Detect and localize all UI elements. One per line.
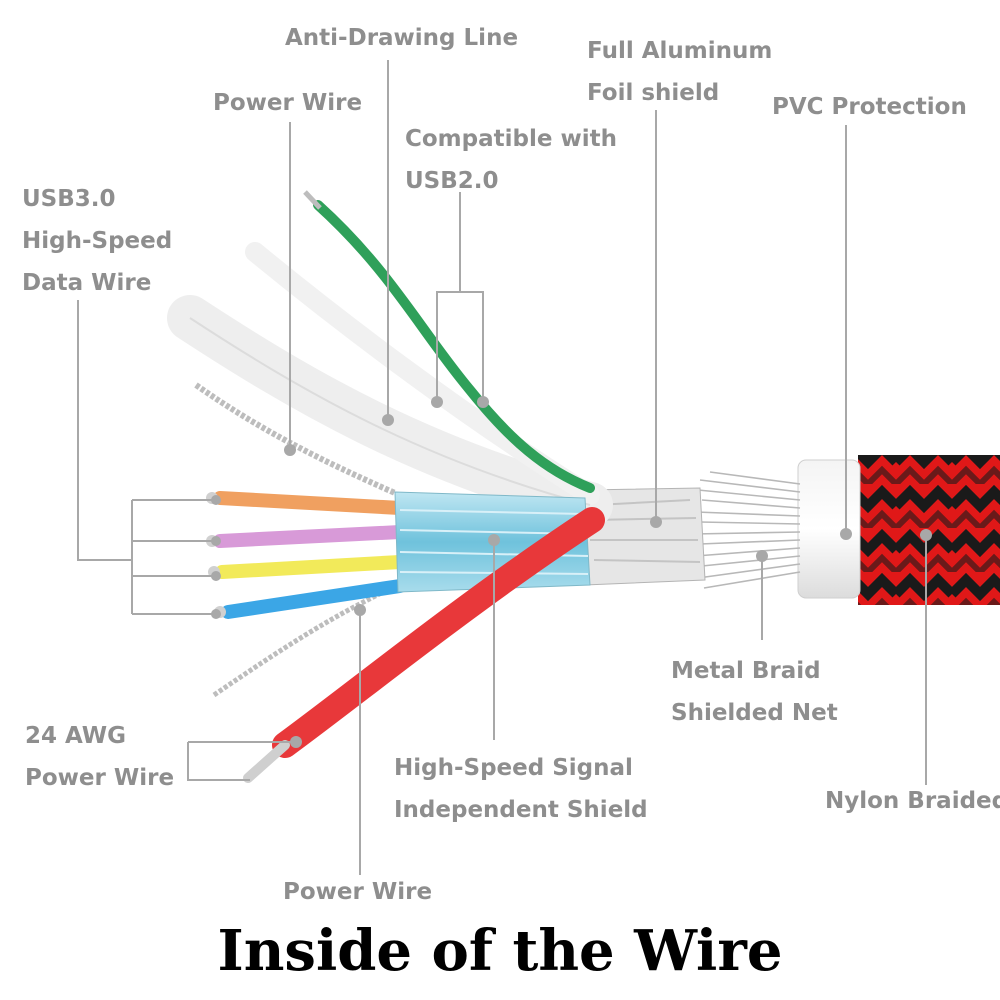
- purple-wire: [213, 525, 407, 548]
- label-hss-line1: High-Speed Signal: [394, 755, 633, 781]
- label-awg-line1: 24 AWG: [25, 723, 127, 749]
- orange-wire: [213, 491, 407, 515]
- pvc-sleeve: [797, 459, 861, 599]
- label-metal-braid: Metal Braid Shielded Net: [671, 650, 838, 734]
- label-metal-braid-line1: Metal Braid: [671, 658, 821, 684]
- label-usb3-line1: USB3.0: [22, 186, 116, 212]
- wire-tips: [206, 492, 226, 618]
- label-usb3-line3: Data Wire: [22, 270, 152, 296]
- label-foil-shield-line1: Full Aluminum: [587, 38, 773, 64]
- blue-wire: [221, 579, 407, 619]
- drain-wire-top: [194, 382, 397, 496]
- label-compatible-usb2: Compatible with USB2.0: [405, 118, 617, 202]
- label-anti-drawing-line: Anti-Drawing Line: [285, 25, 519, 51]
- label-compatible-line2: USB2.0: [405, 168, 499, 194]
- red-wire: [272, 507, 605, 758]
- label-nylon-braided: Nylon Braided: [825, 788, 1000, 814]
- label-hss-line2: Independent Shield: [394, 797, 648, 823]
- label-metal-braid-line2: Shielded Net: [671, 700, 838, 726]
- label-pvc-protection: PVC Protection: [772, 94, 967, 120]
- label-high-speed-shield: High-Speed Signal Independent Shield: [394, 747, 648, 831]
- label-foil-shield-line2: Foil shield: [587, 80, 720, 106]
- diagram-caption: Inside of the Wire: [217, 918, 783, 984]
- green-wire: [313, 200, 595, 493]
- label-foil-shield: Full Aluminum Foil shield: [587, 30, 772, 114]
- label-awg-line2: Power Wire: [25, 765, 175, 791]
- label-compatible-line1: Compatible with: [405, 126, 617, 152]
- label-usb3-data-wire: USB3.0 High-Speed Data Wire: [22, 178, 172, 304]
- label-usb3-line2: High-Speed: [22, 228, 173, 254]
- leader-lines: [77, 60, 927, 875]
- label-power-wire-bottom: Power Wire: [283, 879, 433, 905]
- yellow-wire: [215, 555, 407, 579]
- label-power-wire-top: Power Wire: [213, 90, 363, 116]
- leader-dots: [211, 396, 932, 748]
- label-24awg-power-wire: 24 AWG Power Wire: [25, 715, 174, 799]
- metal-braid-strands: [693, 471, 801, 589]
